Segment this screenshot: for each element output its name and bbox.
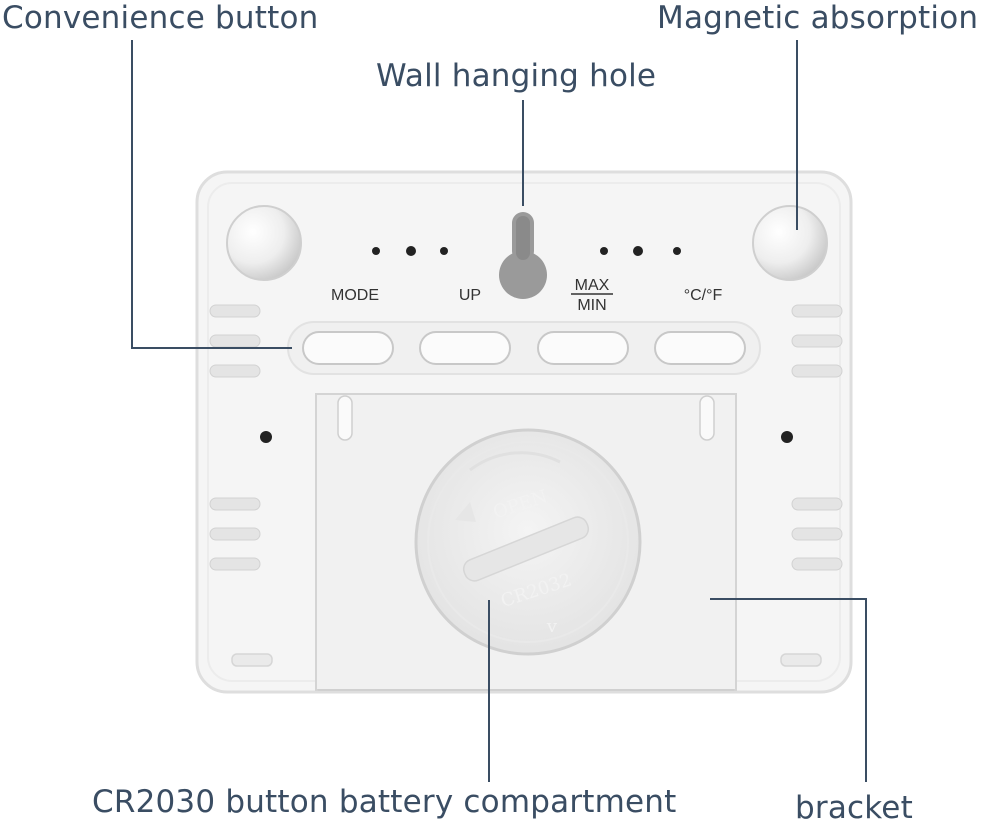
up-button[interactable] (419, 331, 511, 365)
magnet-left (226, 205, 302, 281)
indicator-dots (372, 246, 681, 256)
min-label: MIN (577, 297, 606, 314)
side-hole-right (781, 431, 793, 443)
vent-left-upper (209, 304, 261, 378)
vent-right-lower (791, 497, 843, 571)
foot-left (231, 653, 273, 667)
cover-grip (462, 516, 590, 582)
leader-bracket (710, 598, 867, 782)
down-arrow-glyph: v (546, 616, 558, 637)
battery-compartment-callout: CR2030 button battery compartment (92, 784, 677, 820)
mode-button[interactable] (302, 331, 394, 365)
magnetic-absorption-callout: Magnetic absorption (657, 0, 979, 36)
unit-label: °C/°F (684, 287, 723, 304)
bracket-callout: bracket (795, 790, 913, 826)
wall-hanging-hole (499, 212, 547, 299)
battery-cover[interactable]: OPEN CR2032 v (414, 428, 642, 656)
up-label: UP (459, 287, 481, 304)
max-label: MAX (575, 277, 610, 294)
vent-left-lower (209, 497, 261, 571)
max-min-button[interactable] (537, 331, 629, 365)
unit-button[interactable] (654, 331, 746, 365)
leader-convenience (131, 40, 292, 349)
mode-label: MODE (331, 287, 379, 304)
vent-right-upper (791, 304, 843, 378)
side-hole-left (260, 431, 272, 443)
wall-hanging-hole-callout: Wall hanging hole (376, 58, 657, 94)
foot-right (780, 653, 822, 667)
open-arrow-icon (455, 502, 476, 522)
magnet-right (752, 205, 828, 281)
leader-lines (131, 40, 867, 782)
convenience-button-callout: Convenience button (2, 0, 319, 36)
